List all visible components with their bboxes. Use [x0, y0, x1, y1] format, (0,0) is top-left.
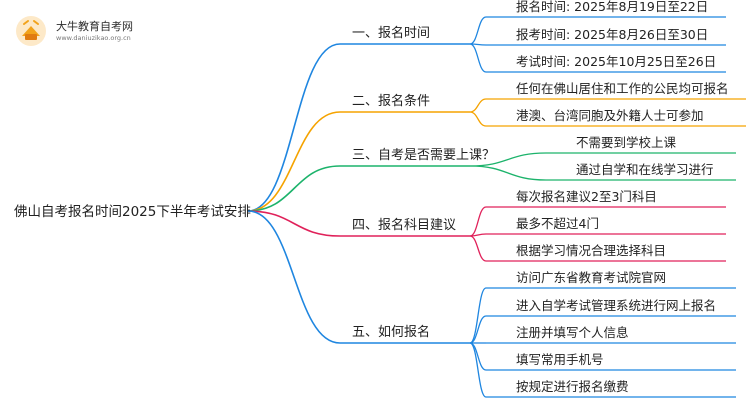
- leaf-connector: [469, 152, 547, 167]
- leaf-label: 不需要到学校上课: [576, 135, 677, 150]
- branch-label: 四、报名科目建议: [352, 217, 456, 233]
- leaf-label: 根据学习情况合理选择科目: [516, 243, 666, 258]
- leaf-label: 任何在佛山居住和工作的公民均可报名: [516, 81, 729, 96]
- mind-map-nodes: 佛山自考报名时间2025下半年考试安排 一、报名时间 报名时间: 2025年8月19…: [14, 0, 729, 394]
- leaf-label: 每次报名建议2至3门科目: [516, 189, 657, 204]
- leaf-connector: [469, 235, 487, 262]
- leaf-label: 按规定进行报名缴费: [516, 379, 629, 394]
- site-logo: 大牛教育自考网 www.daniuzikao.org.cn: [14, 14, 224, 50]
- book-logo-icon: [16, 16, 46, 46]
- branch-label: 一、报名时间: [352, 25, 430, 41]
- branch-connector: [247, 111, 341, 212]
- leaf-label: 报考时间: 2025年8月26日至30日: [516, 27, 708, 42]
- branch-connector: [247, 43, 341, 212]
- leaf-connector: [469, 16, 487, 45]
- branch-label: 五、如何报名: [352, 324, 430, 340]
- logo-url: www.daniuzikao.org.cn: [56, 34, 131, 42]
- leaf-connector: [469, 165, 547, 181]
- branch-connector: [247, 210, 341, 237]
- leaf-connector: [469, 315, 487, 344]
- leaf-connector: [469, 206, 487, 237]
- branch-connector: [247, 165, 341, 212]
- connector-lines: [247, 16, 746, 398]
- leaf-label: 报名时间: 2025年8月19日至22日: [516, 0, 708, 14]
- leaf-label: 考试时间: 2025年10月25日至26日: [516, 54, 716, 69]
- leaf-label: 填写常用手机号: [516, 352, 604, 367]
- leaf-connector: [469, 43, 487, 73]
- leaf-label: 最多不超过4门: [516, 216, 599, 231]
- leaf-label: 港澳、台湾同胞及外籍人士可参加: [516, 108, 704, 123]
- logo-title: 大牛教育自考网: [56, 20, 133, 33]
- leaf-connector: [469, 342, 487, 398]
- branch-label: 二、报名条件: [352, 93, 430, 109]
- leaf-label: 注册并填写个人信息: [516, 325, 629, 340]
- leaf-label: 进入自学考试管理系统进行网上报名: [516, 298, 716, 313]
- leaf-connector: [469, 287, 487, 344]
- leaf-label: 通过自学和在线学习进行: [576, 162, 714, 177]
- leaf-label: 访问广东省教育考试院官网: [516, 270, 666, 285]
- branch-connector: [247, 210, 341, 344]
- leaf-connector: [469, 98, 487, 113]
- root-topic: 佛山自考报名时间2025下半年考试安排: [14, 204, 251, 220]
- leaf-connector: [469, 111, 487, 127]
- branch-label: 三、自考是否需要上课？: [352, 148, 495, 163]
